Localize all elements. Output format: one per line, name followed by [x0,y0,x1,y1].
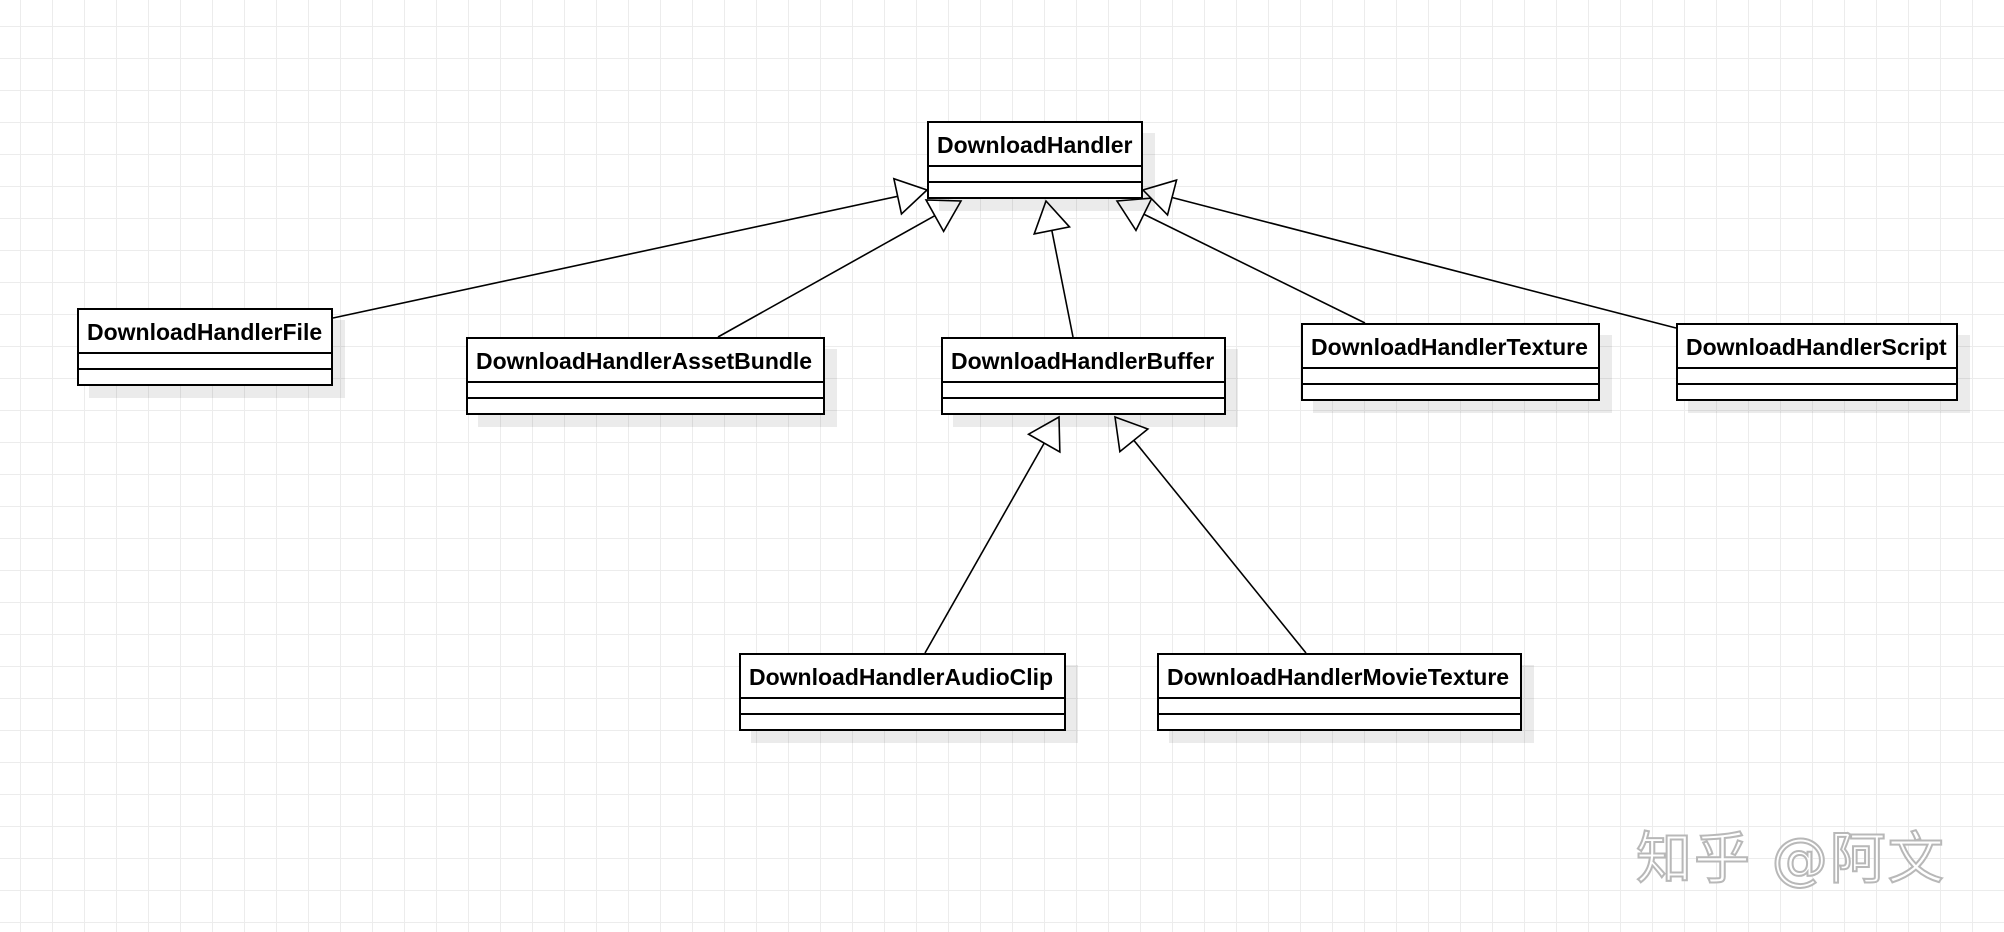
attributes-compartment [468,383,823,399]
inheritance-arrowhead [892,177,929,216]
class-download-handler-asset-bundle[interactable]: DownloadHandlerAssetBundle [466,337,825,415]
attributes-compartment [1678,369,1956,385]
connector-line [1133,439,1307,654]
class-download-handler[interactable]: DownloadHandler [927,121,1143,199]
operations-compartment [929,183,1141,197]
attributes-compartment [1159,699,1520,715]
generalization-asset-bundle [717,199,963,338]
attributes-compartment [929,167,1141,183]
class-name: DownloadHandler [929,123,1141,167]
inheritance-arrowhead [1026,415,1061,454]
connector-line [332,195,898,319]
generalization-audio-clip [924,415,1061,654]
generalization-texture [1115,197,1366,324]
class-name: DownloadHandlerMovieTexture [1159,655,1520,699]
operations-compartment [1303,385,1598,399]
inheritance-arrowhead [924,199,963,233]
connector-line [717,214,936,338]
inheritance-arrowhead [1032,199,1072,235]
operations-compartment [943,399,1224,413]
inheritance-arrowhead [1114,415,1150,454]
class-name: DownloadHandlerFile [79,310,331,354]
class-name: DownloadHandlerAudioClip [741,655,1064,699]
connector-line [1143,213,1366,324]
operations-compartment [79,370,331,384]
connector-line [924,442,1045,654]
attributes-compartment [79,354,331,370]
watermark: 知乎 @阿文 [1635,826,1946,893]
class-download-handler-script[interactable]: DownloadHandlerScript [1676,323,1958,401]
class-name: DownloadHandlerAssetBundle [468,339,823,383]
class-name: DownloadHandlerScript [1678,325,1956,369]
generalization-movie-texture [1114,415,1307,654]
generalization-script [1141,178,1677,329]
operations-compartment [468,399,823,413]
inheritance-arrowhead [1141,178,1178,217]
attributes-compartment [1303,369,1598,385]
inheritance-arrowhead [1115,197,1154,233]
connector-line [1051,230,1074,338]
attributes-compartment [741,699,1064,715]
class-download-handler-texture[interactable]: DownloadHandlerTexture [1301,323,1600,401]
class-download-handler-audio-clip[interactable]: DownloadHandlerAudioClip [739,653,1066,731]
operations-compartment [741,715,1064,729]
class-name: DownloadHandlerBuffer [943,339,1224,383]
generalization-buffer [1032,199,1074,338]
class-download-handler-buffer[interactable]: DownloadHandlerBuffer [941,337,1226,415]
operations-compartment [1678,385,1956,399]
class-name: DownloadHandlerTexture [1303,325,1598,369]
operations-compartment [1159,715,1520,729]
connector-line [1171,196,1677,329]
class-download-handler-file[interactable]: DownloadHandlerFile [77,308,333,386]
class-download-handler-movie-texture[interactable]: DownloadHandlerMovieTexture [1157,653,1522,731]
attributes-compartment [943,383,1224,399]
generalization-file [332,177,929,319]
